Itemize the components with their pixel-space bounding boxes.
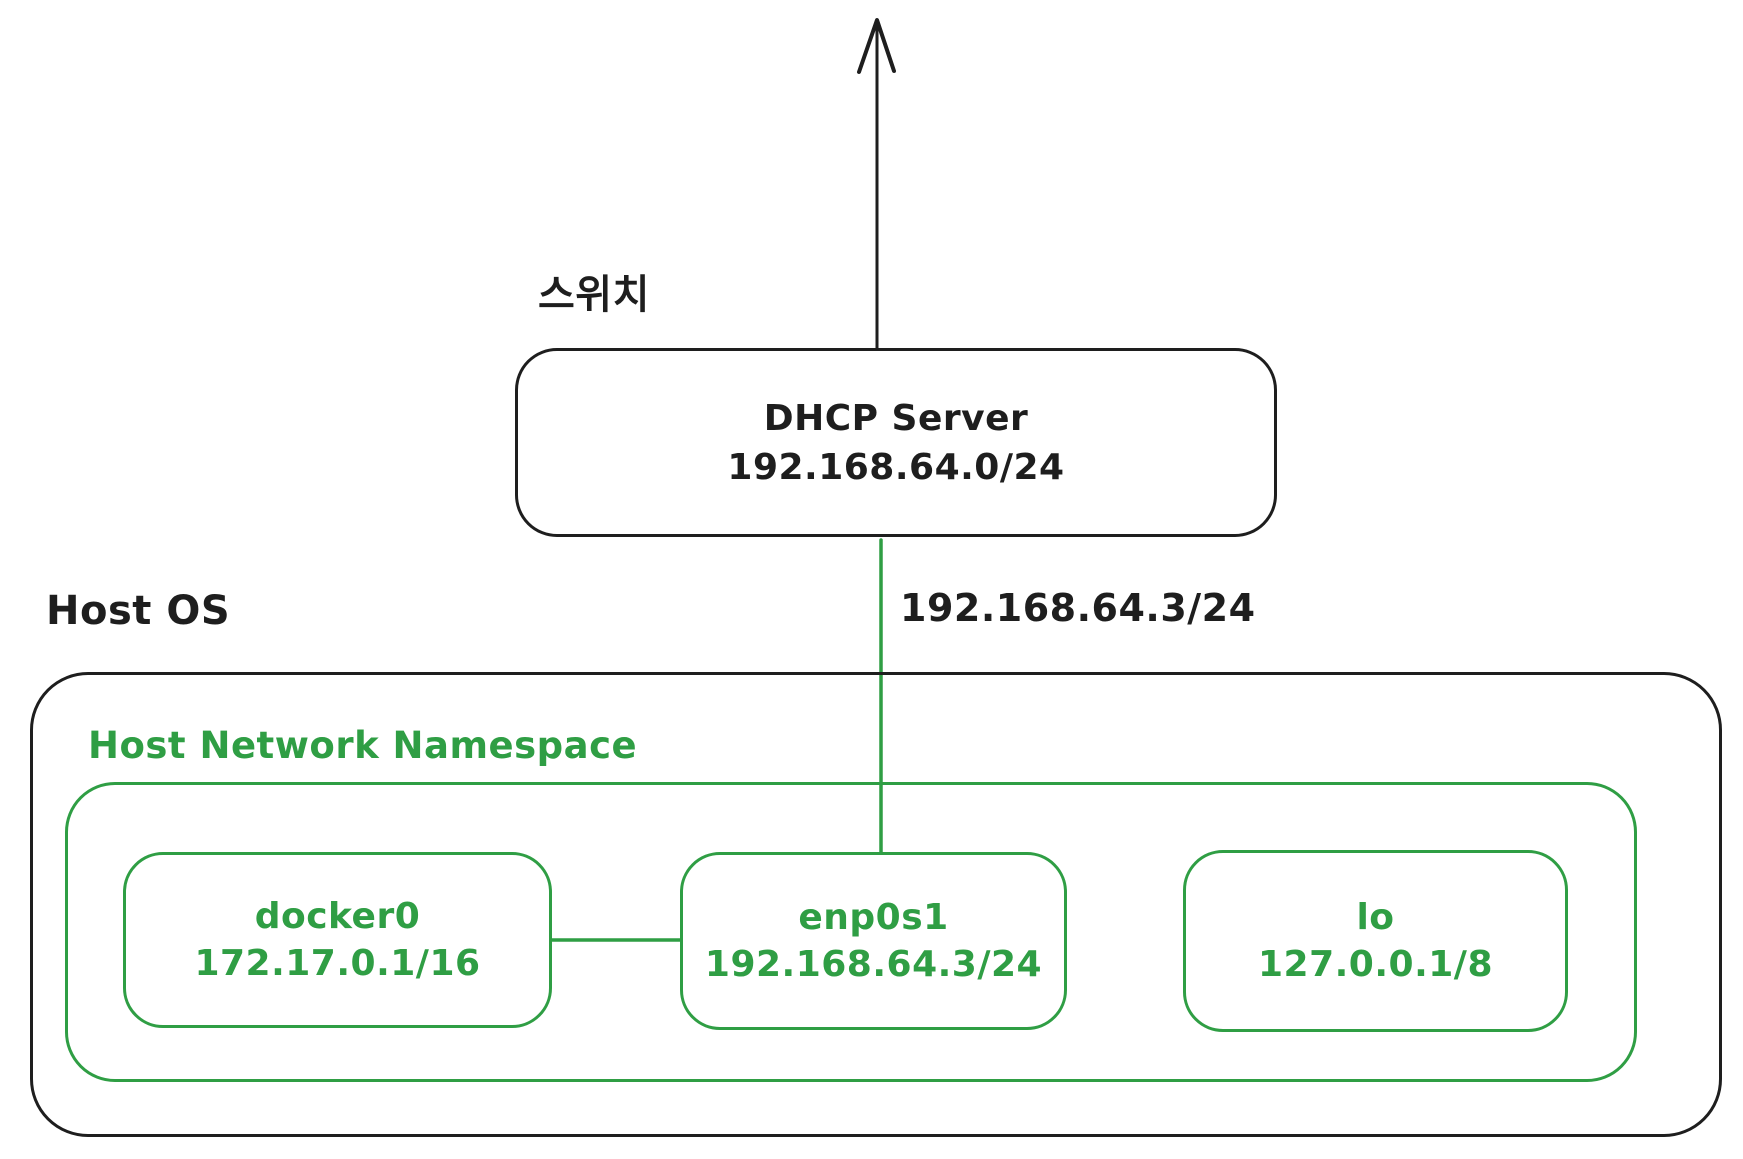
interface-box-enp0s1: enp0s1 192.168.64.3/24: [680, 852, 1067, 1030]
switch-label: 스위치: [538, 272, 650, 318]
interface-address: 172.17.0.1/16: [194, 943, 481, 984]
interface-box-lo: lo 127.0.0.1/8: [1183, 850, 1568, 1032]
host-os-label: Host OS: [46, 588, 231, 634]
host-os-box: [30, 672, 1722, 1137]
host-network-namespace-label: Host Network Namespace: [88, 724, 638, 767]
host-network-namespace-box: [65, 782, 1637, 1082]
uplink-arrowhead-icon: [857, 18, 896, 74]
dhcp-server-box: DHCP Server 192.168.64.0/24: [515, 348, 1277, 537]
interface-address: 192.168.64.3/24: [704, 944, 1043, 985]
uplink-address-label: 192.168.64.3/24: [900, 586, 1256, 630]
interface-name: enp0s1: [798, 897, 949, 938]
interface-name: lo: [1356, 897, 1395, 938]
interface-box-docker0: docker0 172.17.0.1/16: [123, 852, 552, 1028]
dhcp-server-title: DHCP Server: [763, 397, 1029, 439]
dhcp-server-subnet: 192.168.64.0/24: [727, 446, 1065, 488]
interface-address: 127.0.0.1/8: [1257, 944, 1494, 985]
interface-name: docker0: [254, 896, 421, 937]
